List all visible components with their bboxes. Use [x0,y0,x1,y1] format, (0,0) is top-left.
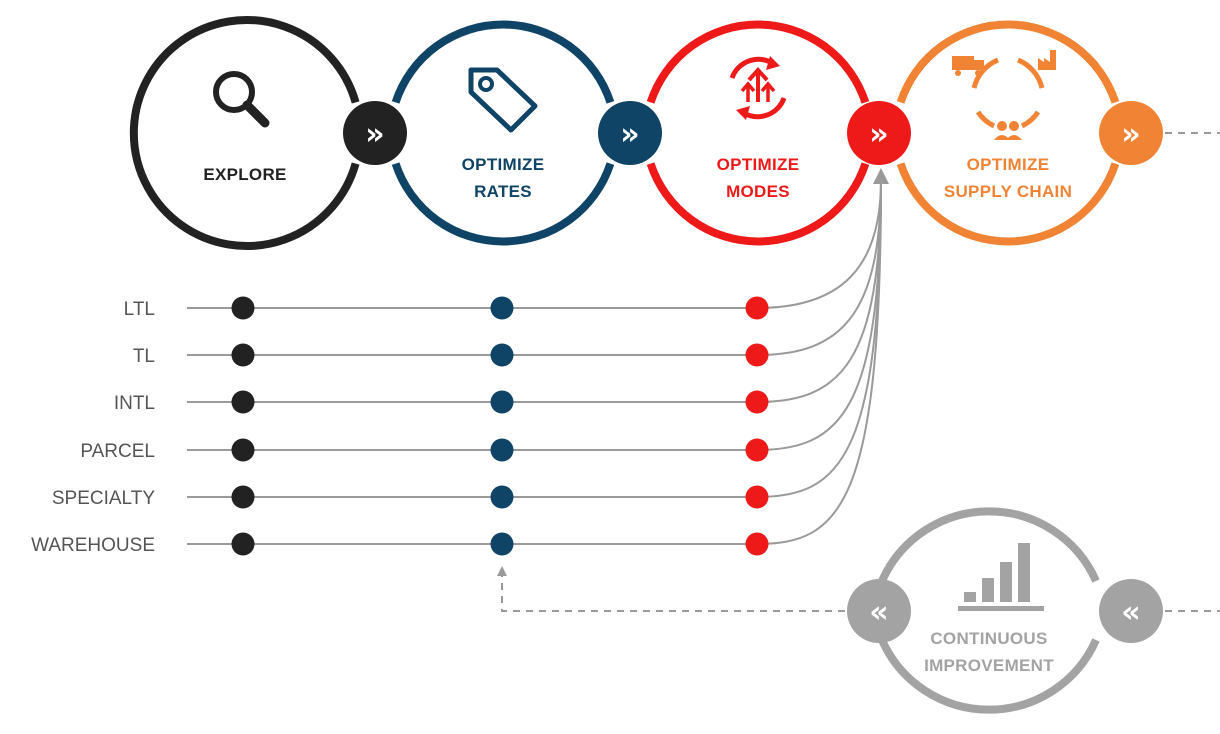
row-label: SPECIALTY [52,488,155,509]
row-node[interactable] [745,390,769,414]
mode-row: LTL [124,179,882,320]
step-label-optimize-supply-chain-line1: OPTIMIZE [967,155,1050,174]
chevron-right-icon: » [365,117,384,152]
chevron-left-icon: « [1121,595,1140,630]
row-node[interactable] [490,485,514,509]
mode-row: WAREHOUSE [31,179,882,556]
step-optimize-supply-chain: OPTIMIZE SUPPLY CHAIN » [896,20,1220,246]
row-node[interactable] [490,532,514,556]
step-label-optimize-modes-line1: OPTIMIZE [717,155,800,174]
price-tag-icon [468,67,538,133]
chevron-right-icon: » [620,117,639,152]
optimize-modes-ring [646,20,870,104]
modes-cycle-icon [729,56,787,120]
row-label: PARCEL [80,441,155,462]
magnifier-icon [213,71,270,128]
step-label-optimize-modes-line2: MODES [726,182,790,201]
continuous-improvement-ring [878,507,1100,583]
row-node[interactable] [490,438,514,462]
back-button-right[interactable]: « [1099,579,1163,643]
next-button-explore[interactable]: » [343,101,407,165]
row-node[interactable] [231,390,255,414]
row-node[interactable] [745,485,769,509]
row-curve [756,179,882,356]
step-explore: EXPLORE » [129,16,407,250]
chevron-right-icon: » [1121,117,1140,152]
step-label-continuous-improvement-line1: CONTINUOUS [930,629,1047,648]
row-curve [756,179,882,545]
chevron-right-icon: » [869,117,888,152]
step-continuous-improvement: CONTINUOUS IMPROVEMENT « « [497,507,1220,714]
step-label-continuous-improvement-line2: IMPROVEMENT [924,656,1054,675]
row-label: LTL [124,299,155,320]
row-node[interactable] [490,390,514,414]
arrowhead-icon [873,168,889,184]
row-node[interactable] [745,343,769,367]
row-node[interactable] [745,438,769,462]
chevron-left-icon: « [869,595,888,630]
optimize-supply-chain-ring [896,20,1120,104]
row-node[interactable] [231,532,255,556]
step-label-optimize-rates-line1: OPTIMIZE [462,155,545,174]
row-label: WAREHOUSE [31,535,155,556]
step-optimize-rates: OPTIMIZE RATES » [391,20,662,246]
row-node[interactable] [231,485,255,509]
row-node[interactable] [745,532,769,556]
row-node[interactable] [490,343,514,367]
mode-rows: LTL TL INTL PARCEL SPECIALTY WAREHOUSE [31,168,889,556]
mode-row: TL [133,179,882,367]
explore-ring [129,16,360,250]
row-label: TL [133,346,155,367]
next-button-optimize-rates[interactable]: » [598,101,662,165]
dashed-return-arrow [497,566,845,612]
supply-chain-icon [952,50,1056,140]
mode-row: PARCEL [80,179,882,462]
optimize-rates-ring [391,20,615,104]
row-node[interactable] [231,296,255,320]
step-label-optimize-rates-line2: RATES [474,182,532,201]
row-node[interactable] [231,438,255,462]
step-optimize-modes: OPTIMIZE MODES » [646,20,911,246]
row-node[interactable] [490,296,514,320]
mode-row: INTL [114,179,882,414]
bar-chart-icon [958,543,1044,611]
next-button-optimize-supply-chain[interactable]: » [1099,101,1163,165]
row-label: INTL [114,393,155,414]
back-button-left[interactable]: « [847,579,911,643]
row-node[interactable] [745,296,769,320]
row-node[interactable] [231,343,255,367]
row-curve [756,179,882,309]
step-label-optimize-supply-chain-line2: SUPPLY CHAIN [944,182,1072,201]
step-label-explore-line1: EXPLORE [203,165,286,184]
next-button-optimize-modes[interactable]: » [847,101,911,165]
